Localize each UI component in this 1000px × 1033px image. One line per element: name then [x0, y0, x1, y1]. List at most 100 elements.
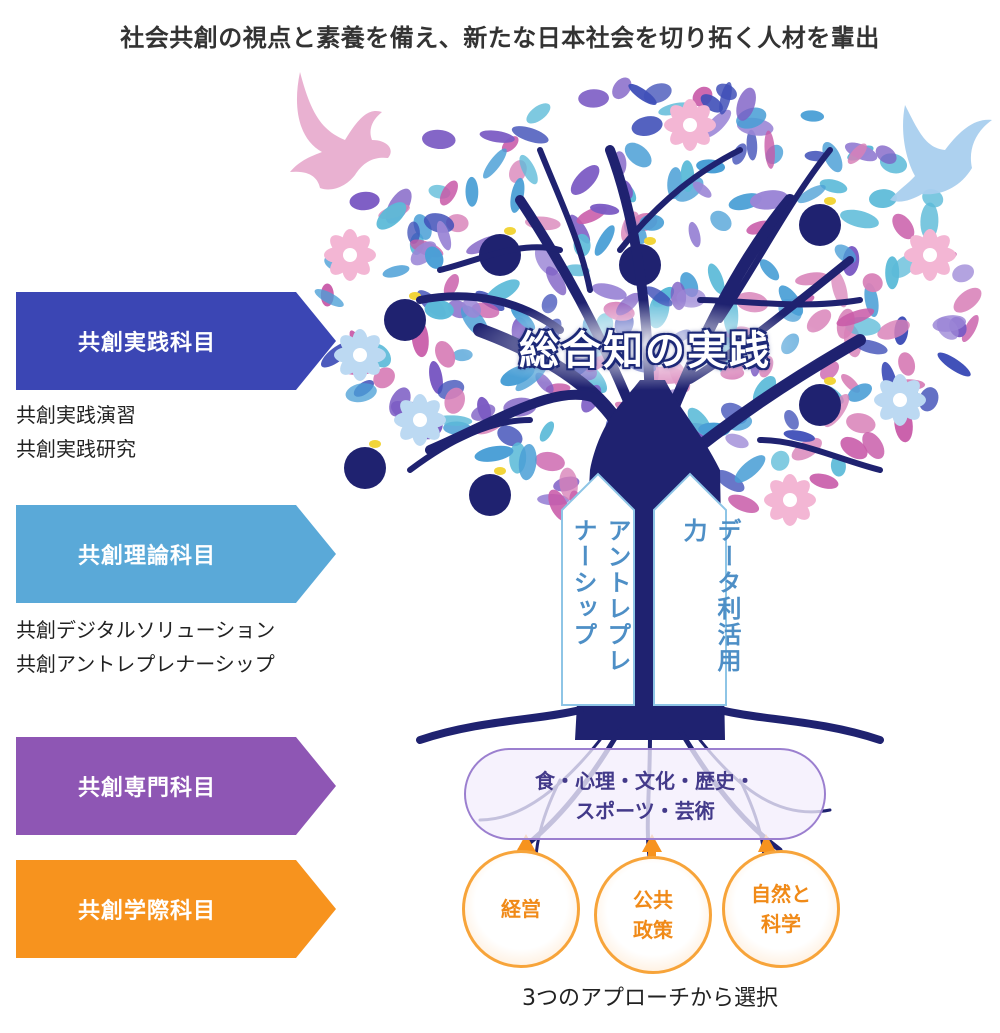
approach-public-policy: 公共政策	[594, 856, 712, 974]
leaf	[479, 130, 515, 143]
leaf	[444, 387, 465, 414]
leaf	[424, 299, 454, 320]
arrow-data-literacy	[653, 472, 727, 706]
banner-practice-courses: 共創実践科目	[16, 292, 336, 390]
leaf	[869, 189, 897, 209]
leaf	[892, 213, 915, 240]
leaf	[594, 225, 615, 256]
leaf	[707, 263, 725, 295]
leaf	[862, 431, 885, 460]
leaf	[539, 421, 555, 442]
leaf	[746, 129, 758, 161]
apple-leaf	[504, 227, 516, 235]
apple-icon	[344, 447, 386, 489]
leaf	[847, 143, 867, 165]
leaf	[840, 436, 868, 460]
leaf	[784, 409, 799, 430]
leaf	[526, 103, 551, 124]
leaf	[511, 126, 549, 144]
leaf	[778, 285, 804, 316]
roots-fields-line2: スポーツ・芸術	[575, 799, 715, 823]
leaf	[534, 451, 565, 472]
flower-center	[683, 118, 697, 132]
leaf	[570, 165, 600, 195]
leaf	[518, 443, 537, 481]
leaf	[937, 352, 971, 377]
leaf	[439, 180, 458, 206]
flower-center	[413, 413, 427, 427]
leaf	[376, 202, 407, 230]
list-item: 共創アントレプレナーシップ	[16, 652, 275, 676]
leaf	[875, 145, 897, 164]
leaf	[736, 87, 756, 121]
leaf	[800, 110, 825, 122]
leaf	[612, 77, 632, 100]
leaf	[783, 430, 815, 442]
leaf	[519, 154, 538, 185]
leaf	[474, 445, 514, 462]
leaf	[424, 246, 444, 269]
roots-fields-line1: 食・心理・文化・歴史・	[535, 769, 755, 793]
pink-bird-icon	[290, 72, 391, 190]
leaf	[462, 298, 482, 318]
apple-leaf	[824, 197, 836, 205]
leaf	[952, 264, 975, 283]
practice-course-list: 共創実践演習 共創実践研究	[16, 398, 136, 466]
leaf	[819, 179, 848, 194]
leaf	[497, 425, 523, 447]
leaf	[345, 383, 377, 403]
apple-icon	[799, 204, 841, 246]
leaf	[840, 209, 879, 229]
leaf	[590, 203, 620, 215]
theory-course-list: 共創デジタルソリューション 共創アントレプレナーシップ	[16, 613, 275, 681]
leaf	[471, 404, 496, 421]
leaf	[770, 450, 790, 471]
leaf	[465, 176, 479, 207]
leaf	[953, 287, 982, 313]
leaf	[688, 221, 701, 248]
apple-leaf	[369, 440, 381, 448]
banner-specialized-courses: 共創専門科目	[16, 737, 336, 835]
leaf	[797, 184, 826, 204]
leaf	[429, 361, 443, 394]
leaf	[628, 83, 657, 105]
approach-label: 公共	[633, 888, 673, 912]
leaf	[898, 352, 916, 376]
approach-label: 自然と	[751, 882, 811, 906]
flower-center	[353, 348, 367, 362]
leaf	[578, 89, 609, 108]
approach-arrows	[516, 834, 776, 862]
flower-center	[923, 248, 937, 262]
leaf	[382, 265, 410, 278]
leaf	[349, 191, 380, 211]
leaf	[692, 181, 712, 198]
leaf	[759, 259, 780, 281]
flower-center	[783, 493, 797, 507]
roots-fields-capsule: 食・心理・文化・歴史・ スポーツ・芸術	[464, 748, 826, 840]
banner-interdisciplinary-courses: 共創学際科目	[16, 860, 336, 958]
leaf	[631, 116, 663, 137]
blue-bird-icon	[890, 105, 992, 202]
approach-label: 政策	[633, 918, 673, 942]
leaf	[846, 413, 876, 434]
leaf	[877, 319, 910, 340]
leaf	[728, 494, 760, 514]
leaf	[443, 274, 459, 297]
leaf	[725, 433, 749, 449]
flower-center	[893, 393, 907, 407]
leaf	[314, 289, 344, 307]
leaf	[918, 387, 939, 412]
apple-icon	[384, 299, 426, 341]
apple-icon	[469, 474, 511, 516]
approach-management: 経営	[462, 850, 580, 968]
apple-icon	[799, 384, 841, 426]
leaf	[734, 455, 766, 483]
leaf	[932, 315, 967, 332]
arrow-entrepreneurship	[561, 472, 635, 706]
leaf	[710, 210, 732, 232]
page-title: 社会共創の視点と素養を備え、新たな日本社会を切り拓く人材を輩出	[120, 24, 880, 52]
apple-leaf	[644, 237, 656, 245]
flower-center	[343, 248, 357, 262]
approach-label: 科学	[761, 912, 801, 936]
